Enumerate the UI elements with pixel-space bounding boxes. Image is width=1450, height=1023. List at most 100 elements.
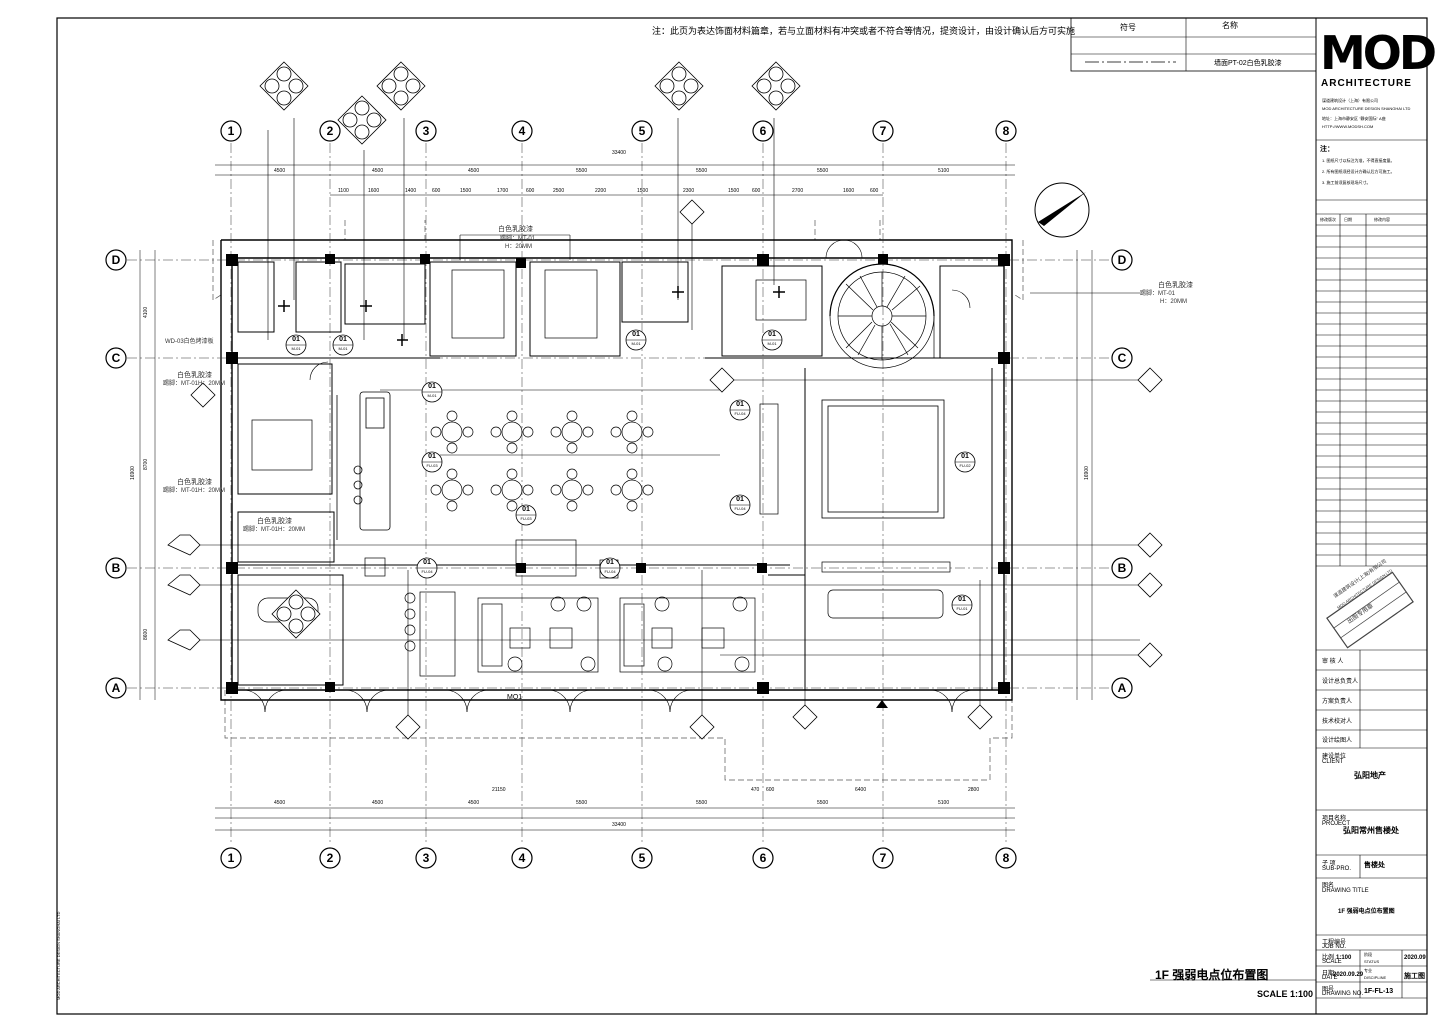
dim-bottom-b: 4500 xyxy=(468,800,480,806)
margin-text: MOD ARCHITECTURE DESIGN SHANGHAI LTD xyxy=(56,911,61,1000)
tag-number: 01 xyxy=(736,496,744,503)
subproject-label-en: SUB-PRO. xyxy=(1322,866,1352,872)
tag-number: 01 xyxy=(428,383,436,390)
door-swings xyxy=(242,239,975,713)
brand-subtitle: ARCHITECTURE xyxy=(1321,78,1412,89)
grid-col-label-bottom: 8 xyxy=(1002,851,1010,865)
brand-logo: MOD xyxy=(1320,26,1437,80)
dim-left: 8700 xyxy=(143,458,149,470)
discipline-value: 施工图 xyxy=(1404,973,1425,980)
project-label-en: PROJECT xyxy=(1322,821,1351,827)
drawing-note: 注：此页为表达饰面材料篇章，若与立面材料有冲突或者不符合等情况，提资设计，由设计… xyxy=(652,26,1076,36)
section-markers xyxy=(167,199,1163,740)
scale-value: 1:100 xyxy=(1336,955,1352,961)
dimension-lines xyxy=(139,164,1093,831)
dim-top-total: 33400 xyxy=(612,150,626,156)
tag-code: FU-04 xyxy=(604,569,616,574)
legend-row-name: 墙面PT-02白色乳胶漆 xyxy=(1214,60,1282,67)
dim-left: 8600 xyxy=(143,628,149,640)
dim-bottom-b: 5100 xyxy=(938,800,950,806)
notes-title: 注： xyxy=(1320,146,1334,153)
firm-name-cn: 谋道建筑设计（上海）有限公司 xyxy=(1322,98,1378,103)
tag-code: M-01 xyxy=(631,341,641,346)
spiral-staircase xyxy=(829,263,935,369)
signoff-checker: 技术校对人 xyxy=(1322,719,1353,725)
grid-row-label-right: A xyxy=(1117,681,1127,695)
tag-number: 01 xyxy=(606,559,614,566)
legend-header-code: 符号 xyxy=(1120,23,1136,32)
annotation-latex-l3: 白色乳胶漆 xyxy=(257,518,292,525)
annotation-latex-l1: 白色乳胶漆 xyxy=(177,372,212,379)
tag-circle-dividers xyxy=(286,339,975,606)
dim-sub: 600 xyxy=(432,188,441,194)
sheet-title: 1F 强弱电点位布置图 xyxy=(1155,968,1269,982)
dim-sub: 2200 xyxy=(595,188,607,194)
dim-left-total: 16900 xyxy=(130,466,136,480)
job-label: 工程编号 xyxy=(1322,940,1347,946)
grid-col-label-bottom: 5 xyxy=(638,851,646,865)
structural-columns xyxy=(226,254,1010,694)
dim-sub: 2300 xyxy=(683,188,695,194)
tag-number: 01 xyxy=(423,559,431,566)
tag-number: 01 xyxy=(768,331,776,338)
annotation-kick-right: 踢脚：MT-01 xyxy=(1140,291,1176,297)
status-value: 2020.09 xyxy=(1404,955,1426,961)
tag-number: 01 xyxy=(339,336,347,343)
discipline-label-en: DISCIPLINE xyxy=(1364,975,1387,980)
client-label-en: CLIENT xyxy=(1322,759,1344,765)
dim-top: 4500 xyxy=(274,168,286,174)
dim-sub: 600 xyxy=(870,188,879,194)
drawing-no-label-en: DRAWING NO. xyxy=(1322,991,1364,997)
project-value: 弘阳常州售楼处 xyxy=(1343,826,1399,835)
dim-right-total: 16900 xyxy=(1084,466,1090,480)
tag-code: FU-01 xyxy=(956,606,968,611)
tag-number: 01 xyxy=(736,401,744,408)
dim-bottom-total: 33400 xyxy=(612,822,626,828)
grid-col-label-top: 6 xyxy=(759,124,767,138)
dim-top: 5100 xyxy=(938,168,950,174)
annotation-wood-left: WD-03白色烤漆板 xyxy=(165,339,214,345)
grid-bubbles xyxy=(105,120,1133,869)
annotation-h-top: H：20MM xyxy=(505,244,533,250)
drawing-title-value: 1F 强弱电点位布置图 xyxy=(1338,909,1395,915)
long-counters xyxy=(364,403,951,619)
note-2: 2. 所有图纸须经设计方确认后方可施工。 xyxy=(1322,169,1395,174)
grid-col-label-bottom: 6 xyxy=(759,851,767,865)
drawing-no-label: 图号 xyxy=(1322,987,1335,993)
display-table xyxy=(821,399,945,519)
north-arrow-icon xyxy=(1034,182,1090,238)
grid-row-label-left: C xyxy=(111,351,121,365)
entrance-label: MQ1 xyxy=(507,694,523,701)
drawing-title-label: 图名 xyxy=(1322,883,1335,889)
legend-header-name: 名称 xyxy=(1222,21,1238,30)
dim-bottom-b: 5500 xyxy=(696,800,708,806)
client-value: 弘阳地产 xyxy=(1354,771,1386,780)
annotation-kick-top: 踢脚：MT-01 xyxy=(500,236,536,242)
dim-sub: 600 xyxy=(752,188,761,194)
tag-code: M-01 xyxy=(427,393,437,398)
firm-web: HTTP://WWW.MODSH.COM xyxy=(1322,124,1374,129)
signoff-scheme: 方案负责人 xyxy=(1322,699,1353,705)
subproject-label: 子 项 xyxy=(1322,861,1336,867)
firm-address: 地址：上海市静安区 "静安国际" A座 xyxy=(1322,116,1386,121)
status-label: 阶段 xyxy=(1364,952,1372,957)
outlet-symbols xyxy=(278,286,785,346)
date-value: 2020.09.29 xyxy=(1333,972,1364,978)
tag-number: 01 xyxy=(632,331,640,338)
annotation-kick-l3: 踢脚：MT-01H：20MM xyxy=(243,527,306,533)
grid-col-label-bottom: 3 xyxy=(422,851,430,865)
grid-col-label-bottom: 7 xyxy=(879,851,887,865)
interior-partitions xyxy=(232,261,1005,690)
dim-sub: 2500 xyxy=(553,188,565,194)
grid-col-label-top: 5 xyxy=(638,124,646,138)
dim-bottom-a: 21150 xyxy=(492,787,506,793)
dim-bottom-b: 4500 xyxy=(372,800,384,806)
firm-name-en: MOD ARCHITECTURE DESIGN SHANGHAI LTD xyxy=(1322,106,1411,111)
annotation-latex-right: 白色乳胶漆 xyxy=(1158,282,1193,289)
dim-bottom-a: 600 xyxy=(766,787,775,793)
note-1: 1. 图纸尺寸以标注为准，不得直接度量。 xyxy=(1322,158,1395,163)
grid-row-label-left: D xyxy=(111,253,121,267)
grid-col-label-bottom: 4 xyxy=(518,851,526,865)
dim-sub: 1700 xyxy=(497,188,509,194)
